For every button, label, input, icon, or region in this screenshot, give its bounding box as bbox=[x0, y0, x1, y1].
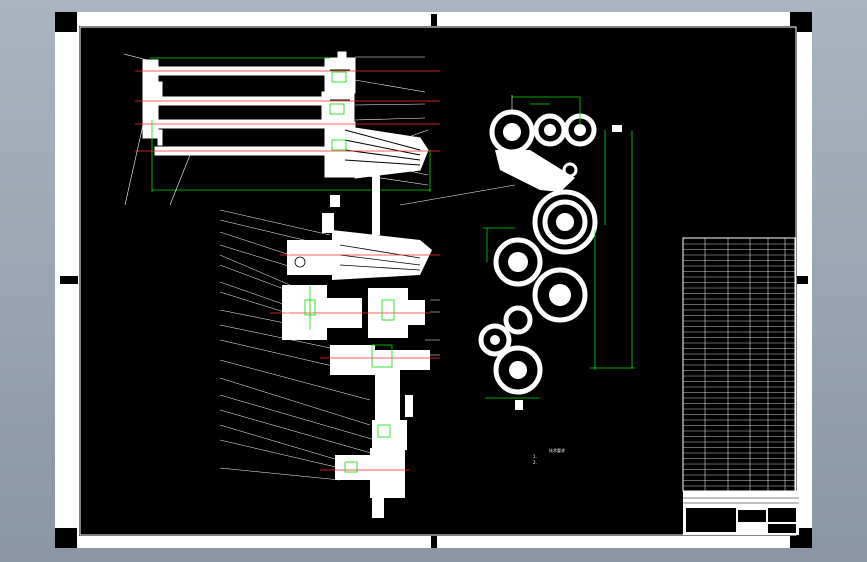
leaders-mid bbox=[219, 184, 516, 481]
corner-mark-tl bbox=[55, 12, 77, 32]
centerlines-top bbox=[135, 70, 440, 152]
centerlines-mid bbox=[270, 254, 440, 471]
cone-pulley bbox=[354, 127, 429, 179]
gearbox-lower bbox=[324, 121, 356, 178]
parts-list bbox=[682, 237, 796, 492]
center-mark-left bbox=[60, 276, 78, 284]
leaders-top bbox=[123, 53, 429, 206]
corner-mark-bl bbox=[55, 528, 77, 548]
center-mark-top bbox=[431, 14, 437, 26]
drawing-frame bbox=[79, 26, 797, 536]
technical-notes: 技术要求 1. 2. bbox=[533, 448, 565, 466]
center-mark-right bbox=[796, 276, 808, 284]
title-block bbox=[683, 491, 799, 535]
gear-train bbox=[282, 230, 432, 518]
dimensions-gears bbox=[483, 96, 635, 399]
dimensions-top bbox=[150, 57, 431, 192]
note-line-2: 2. bbox=[533, 460, 537, 465]
note-line-1: 1. bbox=[533, 454, 537, 459]
gear-hubs bbox=[490, 123, 586, 379]
gearbox-mid bbox=[321, 91, 355, 123]
gearbox-upper bbox=[324, 57, 356, 94]
connecting-shaft bbox=[322, 175, 380, 235]
parts-rows bbox=[683, 243, 795, 487]
drawing-area bbox=[79, 26, 797, 536]
center-mark-bottom bbox=[431, 536, 437, 548]
notes-title: 技术要求 bbox=[549, 448, 565, 453]
dimensions-mid bbox=[304, 286, 395, 473]
gear-layout bbox=[478, 109, 598, 395]
gear-arm bbox=[495, 150, 575, 192]
